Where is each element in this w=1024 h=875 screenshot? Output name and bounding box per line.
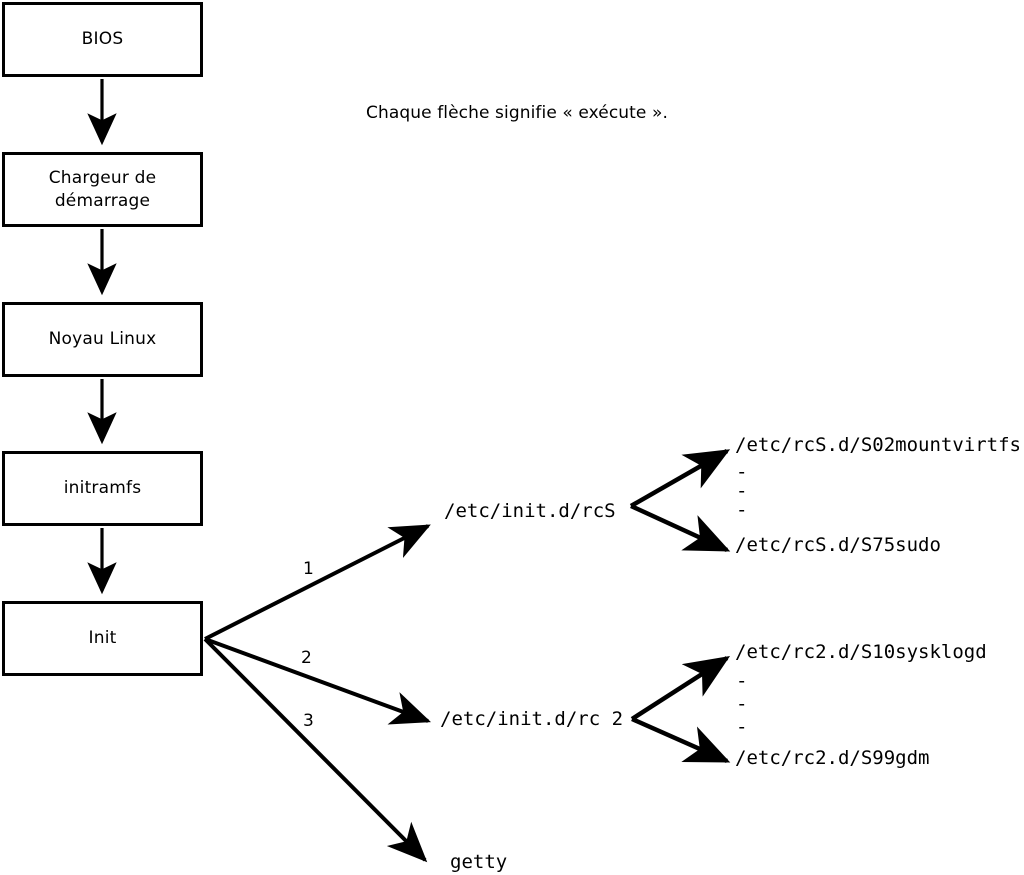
branch-number-3: 3 [303, 711, 314, 731]
rc2-ellipsis-dash-3: - [736, 716, 748, 738]
rc2-script-first[interactable]: /etc/rc2.d/S10sysklogd [735, 641, 987, 663]
arrow-rc2-to-last-script [631, 716, 731, 764]
node-kernel[interactable]: Noyau Linux [2, 302, 203, 377]
target-rc2-label[interactable]: /etc/init.d/rc 2 [440, 708, 624, 730]
node-initramfs-label: initramfs [63, 478, 142, 499]
arrow-init-to-rcs [204, 524, 431, 641]
rc2-ellipsis-dash-1: - [736, 670, 748, 692]
node-init-label: Init [88, 628, 117, 649]
rcs-ellipsis-dash-3: - [736, 499, 748, 521]
node-bootloader-label: Chargeur de démarrage [48, 167, 157, 211]
target-getty-label[interactable]: getty [450, 851, 508, 873]
node-bios-label: BIOS [81, 29, 124, 50]
arrow-init-to-getty [203, 637, 428, 863]
arrow-rc2-to-first-script [630, 656, 731, 721]
arrow-rcs-to-last-script [630, 503, 731, 553]
arrow-init-to-rc2 [204, 637, 432, 725]
rc2-script-last[interactable]: /etc/rc2.d/S99gdm [735, 747, 930, 769]
rcs-script-last[interactable]: /etc/rcS.d/S75sudo [735, 534, 941, 556]
caption-text: Chaque flèche signifie « exécute ». [366, 103, 668, 123]
node-kernel-label: Noyau Linux [48, 329, 157, 350]
arrow-rcs-to-first-script [629, 449, 731, 508]
rc2-ellipsis-dash-2: - [736, 693, 748, 715]
node-initramfs[interactable]: initramfs [2, 451, 203, 526]
rcs-script-first[interactable]: /etc/rcS.d/S02mountvirtfs [735, 434, 1021, 456]
branch-number-2: 2 [301, 648, 312, 668]
node-bootloader[interactable]: Chargeur de démarrage [2, 152, 203, 227]
branch-number-1: 1 [303, 559, 314, 579]
rcs-ellipsis-dash-2: - [736, 480, 748, 502]
target-rcs-label[interactable]: /etc/init.d/rcS [444, 500, 616, 522]
rcs-ellipsis-dash-1: - [736, 461, 748, 483]
node-init[interactable]: Init [2, 601, 203, 676]
node-bios[interactable]: BIOS [2, 2, 203, 77]
